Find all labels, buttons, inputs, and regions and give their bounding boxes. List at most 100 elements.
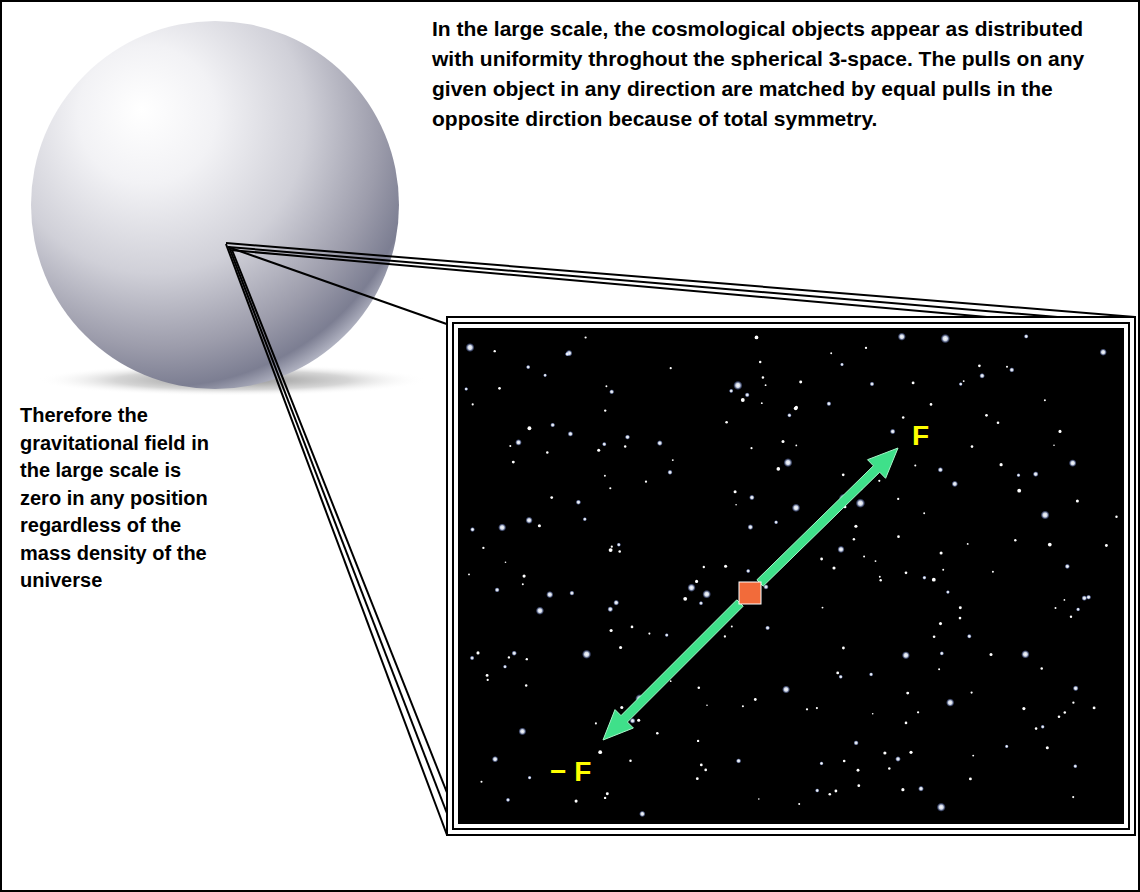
star bbox=[783, 458, 792, 467]
star bbox=[1076, 500, 1079, 503]
star bbox=[747, 524, 753, 530]
star bbox=[550, 422, 555, 427]
star bbox=[604, 409, 606, 411]
description-text: In the large scale, the cosmological obj… bbox=[432, 14, 1122, 134]
star bbox=[604, 475, 606, 477]
star bbox=[853, 538, 855, 540]
star bbox=[939, 651, 944, 656]
star bbox=[938, 668, 940, 670]
zoom-line bbox=[226, 243, 1135, 317]
star bbox=[1040, 667, 1043, 670]
star bbox=[1044, 399, 1046, 401]
star bbox=[619, 646, 622, 649]
star bbox=[933, 635, 936, 638]
star bbox=[465, 343, 474, 352]
star bbox=[1021, 650, 1030, 659]
star bbox=[683, 597, 687, 601]
star bbox=[792, 503, 801, 512]
star bbox=[536, 606, 544, 614]
star bbox=[527, 776, 531, 780]
star bbox=[703, 566, 705, 568]
star bbox=[806, 708, 808, 710]
star bbox=[1054, 607, 1056, 609]
star bbox=[618, 550, 621, 553]
star bbox=[620, 706, 623, 709]
star bbox=[700, 764, 703, 767]
star bbox=[1064, 599, 1066, 601]
force-label: − F bbox=[550, 756, 591, 788]
star bbox=[774, 520, 778, 524]
star bbox=[582, 650, 591, 659]
star bbox=[1105, 544, 1108, 547]
star bbox=[523, 575, 526, 578]
star bbox=[604, 797, 606, 799]
star bbox=[837, 546, 844, 553]
star bbox=[546, 451, 549, 454]
star bbox=[704, 769, 707, 772]
star bbox=[879, 576, 881, 578]
star bbox=[609, 548, 613, 552]
star bbox=[595, 722, 597, 724]
star bbox=[857, 784, 860, 787]
star bbox=[1048, 543, 1052, 547]
star bbox=[629, 760, 632, 763]
star bbox=[746, 569, 751, 574]
star bbox=[576, 499, 581, 504]
star bbox=[967, 634, 972, 639]
star bbox=[498, 523, 506, 531]
zoom-line bbox=[228, 247, 458, 328]
star bbox=[856, 498, 866, 508]
star bbox=[735, 504, 737, 506]
star bbox=[830, 352, 832, 354]
star bbox=[492, 756, 499, 763]
star bbox=[494, 587, 499, 592]
star bbox=[526, 658, 528, 660]
star bbox=[648, 633, 650, 635]
star bbox=[525, 517, 532, 524]
star bbox=[1072, 796, 1074, 798]
zoom-line bbox=[229, 247, 453, 829]
star bbox=[1005, 744, 1009, 748]
star bbox=[515, 439, 522, 446]
star bbox=[985, 414, 988, 417]
star bbox=[901, 788, 904, 791]
star bbox=[762, 376, 765, 379]
star bbox=[470, 656, 475, 661]
star bbox=[939, 622, 942, 625]
star bbox=[906, 692, 909, 695]
star bbox=[509, 445, 511, 447]
star bbox=[1000, 463, 1003, 466]
star bbox=[602, 442, 607, 447]
star bbox=[997, 421, 1000, 424]
star bbox=[584, 336, 586, 338]
star bbox=[749, 495, 755, 501]
star bbox=[1009, 367, 1014, 372]
star bbox=[508, 656, 510, 658]
star bbox=[1070, 616, 1072, 618]
star bbox=[733, 381, 742, 390]
star bbox=[1041, 725, 1045, 729]
star bbox=[699, 601, 704, 606]
star bbox=[946, 698, 954, 706]
star bbox=[890, 429, 896, 435]
star bbox=[922, 575, 926, 579]
star bbox=[1033, 471, 1039, 477]
star bbox=[834, 790, 837, 793]
zoom-line bbox=[228, 247, 1129, 323]
star bbox=[978, 364, 981, 367]
star bbox=[657, 440, 663, 446]
star bbox=[543, 373, 547, 377]
star bbox=[1064, 711, 1067, 714]
star bbox=[667, 470, 672, 475]
star bbox=[969, 777, 972, 780]
star bbox=[639, 811, 646, 818]
star bbox=[706, 704, 708, 706]
star bbox=[670, 680, 672, 682]
star bbox=[724, 635, 726, 637]
star bbox=[819, 761, 823, 765]
star bbox=[569, 590, 574, 595]
star bbox=[799, 380, 802, 383]
star bbox=[736, 758, 741, 763]
star bbox=[525, 684, 527, 686]
